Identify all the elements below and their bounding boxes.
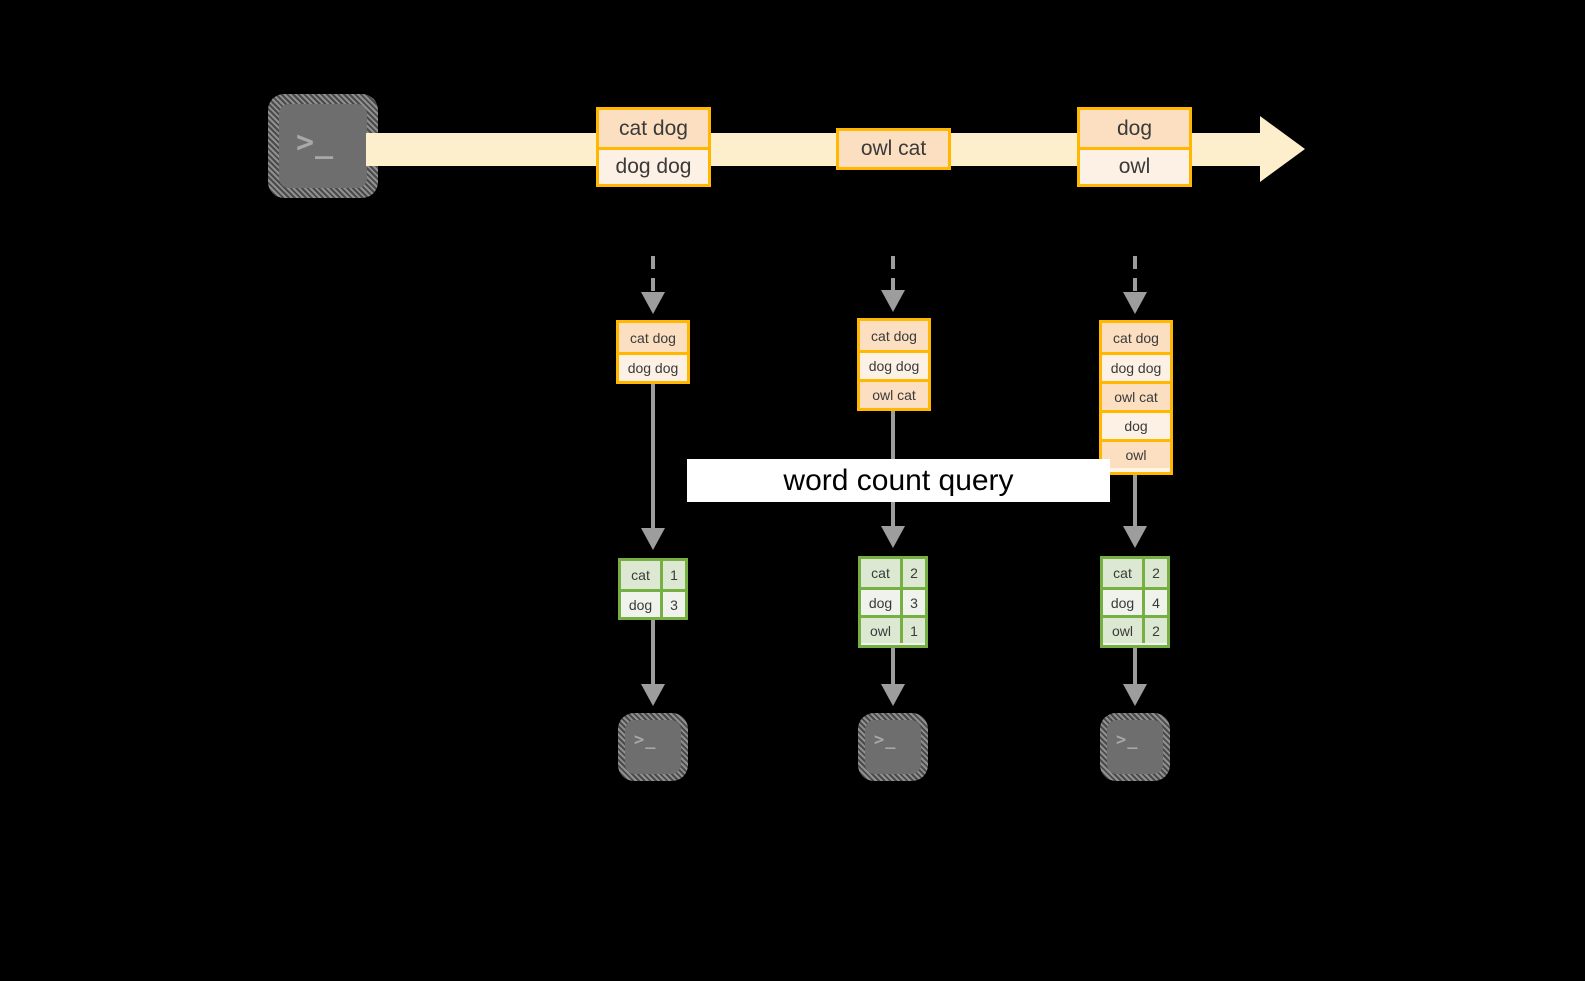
result-row: cat 1 [621,561,685,589]
event-line: owl [1080,147,1189,184]
snapshot-2-result-table: cat 2 dog 3 owl 1 [858,556,928,648]
terminal-screen [1107,720,1163,774]
event-line: cat dog [599,110,708,147]
snapshot-event-row: owl [1102,439,1170,468]
snapshot-event-row: dog [1102,410,1170,439]
terminal-prompt-glyph: >_ [1116,730,1139,750]
sink-terminal-icon-1: >_ [618,713,688,781]
terminal-prompt-glyph: >_ [874,730,897,750]
stream-arrow-head [1260,116,1305,182]
snapshot-event-row: dog dog [860,350,928,379]
result-row: dog 3 [861,587,925,615]
terminal-screen [865,720,921,774]
stream-event-box-2: owl cat [836,128,951,170]
snapshot-3-to-result-line [1133,475,1137,534]
sink-terminal-icon-2: >_ [858,713,928,781]
snapshot-2-event-list: cat dog dog dog owl cat [857,318,931,411]
result-row: cat 2 [861,559,925,587]
result-row: owl 2 [1103,615,1167,643]
snapshot-event-row: cat dog [619,323,687,352]
terminal-screen [625,720,681,774]
stream-to-snapshot-arrow-1 [641,292,665,314]
snapshot-1-to-result-line [651,384,655,536]
result-row: cat 2 [1103,559,1167,587]
stream-to-snapshot-arrow-2 [881,290,905,312]
snapshot-event-row: owl cat [860,379,928,408]
result-word-cell: cat [1103,559,1145,587]
event-line: owl cat [839,131,948,167]
result-1-to-sink-line [651,620,655,692]
result-count-cell: 4 [1145,590,1167,615]
result-row: dog 3 [621,589,685,617]
result-word-cell: owl [861,618,903,643]
snapshot-event-row: dog dog [1102,352,1170,381]
result-count-cell: 1 [663,561,685,589]
result-3-to-sink-arrow [1123,684,1147,706]
event-line: dog [1080,110,1189,147]
stream-event-box-1: cat dog dog dog [596,107,711,187]
result-word-cell: cat [621,561,663,589]
result-row: dog 4 [1103,587,1167,615]
stream-to-snapshot-dashed-line-1 [651,256,655,300]
stream-to-snapshot-dashed-line-3 [1133,256,1137,300]
result-2-to-sink-line [891,648,895,692]
result-count-cell: 3 [903,590,925,615]
snapshot-event-row: cat dog [1102,323,1170,352]
snapshot-event-row: owl cat [1102,381,1170,410]
result-count-cell: 2 [903,559,925,587]
snapshot-3-to-result-arrow [1123,526,1147,548]
snapshot-3-event-list: cat dog dog dog owl cat dog owl [1099,320,1173,475]
result-row: owl 1 [861,615,925,643]
terminal-prompt-glyph: >_ [296,125,335,160]
sink-terminal-icon-3: >_ [1100,713,1170,781]
result-count-cell: 2 [1145,559,1167,587]
snapshot-2-to-result-arrow [881,526,905,548]
snapshot-1-event-list: cat dog dog dog [616,320,690,384]
snapshot-1-result-table: cat 1 dog 3 [618,558,688,620]
result-word-cell: dog [621,592,663,617]
result-count-cell: 2 [1145,618,1167,643]
result-word-cell: dog [1103,590,1145,615]
result-count-cell: 1 [903,618,925,643]
result-2-to-sink-arrow [881,684,905,706]
snapshot-event-row: cat dog [860,321,928,350]
stream-to-snapshot-dashed-line-2 [891,256,895,298]
stream-to-snapshot-arrow-3 [1123,292,1147,314]
snapshot-event-row: dog dog [619,352,687,381]
terminal-prompt-glyph: >_ [634,730,657,750]
terminal-screen [279,104,367,188]
result-word-cell: cat [861,559,903,587]
query-label: word count query [687,459,1110,502]
result-word-cell: dog [861,590,903,615]
result-count-cell: 3 [663,592,685,617]
result-3-to-sink-line [1133,648,1137,692]
snapshot-1-to-result-arrow [641,528,665,550]
snapshot-3-result-table: cat 2 dog 4 owl 2 [1100,556,1170,648]
result-word-cell: owl [1103,618,1145,643]
result-1-to-sink-arrow [641,684,665,706]
stream-event-box-3: dog owl [1077,107,1192,187]
event-line: dog dog [599,147,708,184]
source-terminal-icon: >_ [268,94,378,198]
